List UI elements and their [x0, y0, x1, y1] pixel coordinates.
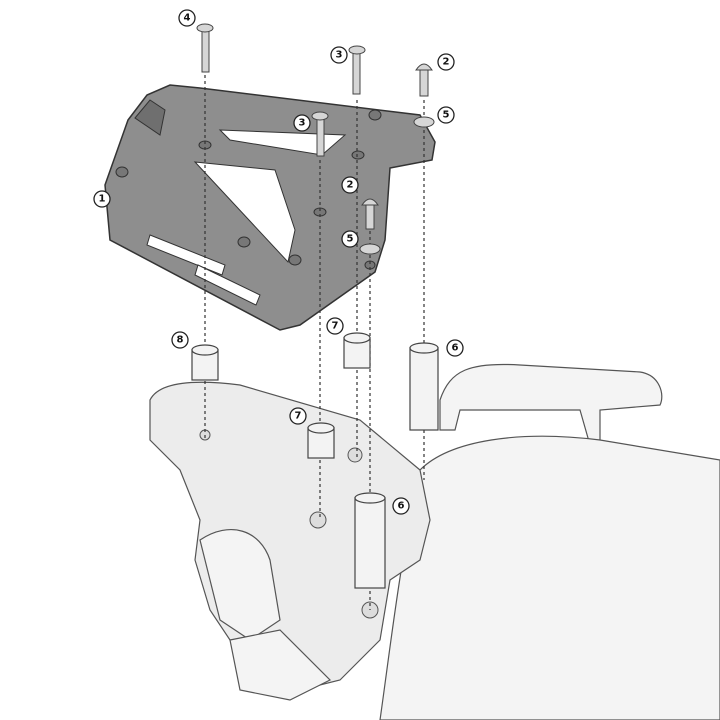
- svg-text:7: 7: [332, 321, 339, 332]
- callout-2: 2: [437, 53, 455, 71]
- svg-text:6: 6: [398, 501, 405, 512]
- svg-text:2: 2: [347, 180, 354, 191]
- svg-text:5: 5: [443, 110, 450, 121]
- rack-plate: [104, 84, 436, 331]
- svg-text:3: 3: [336, 50, 343, 61]
- callout-8: 8: [171, 331, 189, 349]
- svg-text:2: 2: [443, 57, 450, 68]
- spacers: [191, 332, 439, 589]
- svg-text:3: 3: [299, 118, 306, 129]
- svg-text:7: 7: [295, 411, 302, 422]
- fasteners: [196, 23, 435, 255]
- callout-2: 2: [341, 176, 359, 194]
- callout-3: 3: [330, 46, 348, 64]
- motorcycle-rear-frame: [149, 363, 720, 720]
- callout-6: 6: [392, 497, 410, 515]
- callout-7: 7: [289, 407, 307, 425]
- callout-4: 4: [178, 9, 196, 27]
- svg-text:1: 1: [99, 194, 106, 205]
- callout-5: 5: [341, 230, 359, 248]
- callout-3: 3: [293, 114, 311, 132]
- svg-text:4: 4: [184, 13, 191, 24]
- callout-5: 5: [437, 106, 455, 124]
- svg-text:8: 8: [177, 335, 184, 346]
- svg-text:6: 6: [452, 343, 459, 354]
- callout-6: 6: [446, 339, 464, 357]
- svg-text:5: 5: [347, 234, 354, 245]
- callout-7: 7: [326, 317, 344, 335]
- callout-1: 1: [93, 190, 111, 208]
